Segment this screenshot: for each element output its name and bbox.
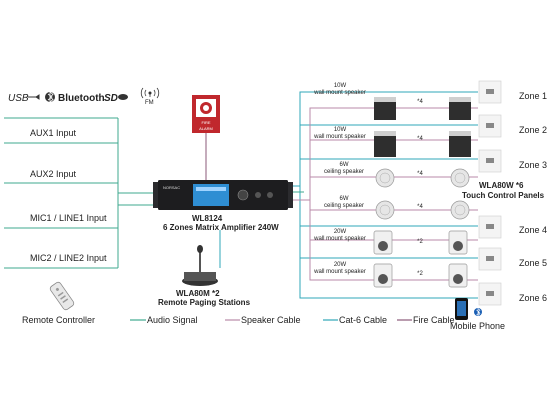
sd-icon: SD: [104, 93, 128, 104]
zone-label: Zone 1: [519, 91, 547, 101]
svg-text:6W: 6W: [340, 196, 349, 202]
zone-label: Zone 6: [519, 293, 547, 303]
input-label: AUX2 Input: [30, 169, 77, 179]
zone-label: Zone 2: [519, 125, 547, 135]
svg-text:USB: USB: [8, 93, 29, 104]
remote-label: Remote Controller: [22, 315, 95, 325]
svg-text:wall mount speaker: wall mount speaker: [313, 236, 366, 242]
input-label: AUX1 Input: [30, 128, 77, 138]
input-lines: [4, 117, 158, 269]
zone-row: 6W ceiling speaker *4 Zone 3: [324, 149, 547, 188]
zone-label: Zone 4: [519, 225, 547, 235]
speaker-wall: [374, 131, 396, 157]
paging-station: [182, 245, 218, 286]
svg-text:*4: *4: [417, 171, 423, 177]
svg-text:*2: *2: [417, 239, 423, 245]
zone-label: Zone 5: [519, 258, 547, 268]
speaker-ceiling: [375, 200, 395, 220]
svg-text:ceiling speaker: ceiling speaker: [324, 169, 364, 175]
svg-text:FM: FM: [145, 100, 154, 106]
svg-text:ALARM: ALARM: [199, 126, 213, 131]
svg-text:10W: 10W: [334, 127, 347, 133]
svg-text:Audio Signal: Audio Signal: [147, 315, 198, 325]
amplifier-desc: 6 Zones Matrix Amplifier 240W: [163, 223, 279, 232]
svg-text:Cat-6 Cable: Cat-6 Cable: [339, 315, 387, 325]
panels-desc: Touch Control Panels: [462, 191, 545, 200]
svg-text:*4: *4: [417, 204, 423, 210]
amplifier-unit: NORSAC: [153, 180, 293, 210]
zone-row: 10W wall mount speaker *4 Zone 2: [313, 114, 547, 157]
zone-row: 20W wall mount speaker *2 Zone 5: [313, 229, 547, 271]
panels-model: WLA80W *6: [479, 181, 524, 190]
svg-text:wall mount speaker: wall mount speaker: [313, 269, 366, 275]
fm-icon: FM: [140, 87, 160, 106]
legend: Audio Signal Speaker Cable Cat-6 Cable F…: [130, 315, 455, 325]
zone-row: 6W ceiling speaker *4 Zone 4: [324, 196, 547, 239]
svg-text:20W: 20W: [334, 262, 347, 268]
paging-model: WLA80M *2: [176, 289, 220, 298]
speaker-ceiling: [450, 200, 470, 220]
usb-icon: USB: [8, 93, 40, 104]
svg-text:*2: *2: [417, 271, 423, 277]
fire-alarm: FIRE ALARM: [192, 95, 220, 133]
svg-text:10W: 10W: [334, 83, 347, 89]
amplifier-model: WL8124: [192, 214, 223, 223]
svg-text:ceiling speaker: ceiling speaker: [324, 203, 364, 209]
speaker-wall: [449, 97, 471, 120]
svg-text:wall mount speaker: wall mount speaker: [313, 90, 366, 96]
svg-text:Fire Cable: Fire Cable: [413, 315, 455, 325]
svg-text:Bluetooth: Bluetooth: [58, 93, 105, 104]
svg-text:SD: SD: [104, 93, 118, 104]
speaker-ceiling: [375, 168, 395, 188]
paging-desc: Remote Paging Stations: [158, 298, 251, 307]
zone-label: Zone 3: [519, 160, 547, 170]
svg-text:NORSAC: NORSAC: [163, 185, 180, 190]
svg-text:Speaker Cable: Speaker Cable: [241, 315, 301, 325]
svg-text:20W: 20W: [334, 229, 347, 235]
zone-row: 10W wall mount speaker *4 Zone 1: [313, 80, 547, 120]
svg-text:wall mount speaker: wall mount speaker: [313, 134, 366, 140]
svg-text:*4: *4: [417, 99, 423, 105]
bluetooth-icon: Bluetooth: [45, 91, 105, 104]
speaker-ceiling: [450, 168, 470, 188]
remote-icon: [49, 281, 75, 311]
bluetooth-icon: [474, 307, 482, 317]
input-label: MIC2 / LINE2 Input: [30, 253, 107, 263]
svg-text:FIRE: FIRE: [201, 120, 210, 125]
speaker-wall: [374, 97, 396, 120]
input-label: MIC1 / LINE1 Input: [30, 213, 107, 223]
mobile-phone-label: Mobile Phone: [450, 321, 505, 331]
zone-row: 20W wall mount speaker *2 Zone 6: [313, 262, 547, 306]
speaker-wall: [449, 131, 471, 157]
svg-text:*4: *4: [417, 136, 423, 142]
svg-text:6W: 6W: [340, 162, 349, 168]
mobile-phone-icon: [455, 298, 468, 320]
